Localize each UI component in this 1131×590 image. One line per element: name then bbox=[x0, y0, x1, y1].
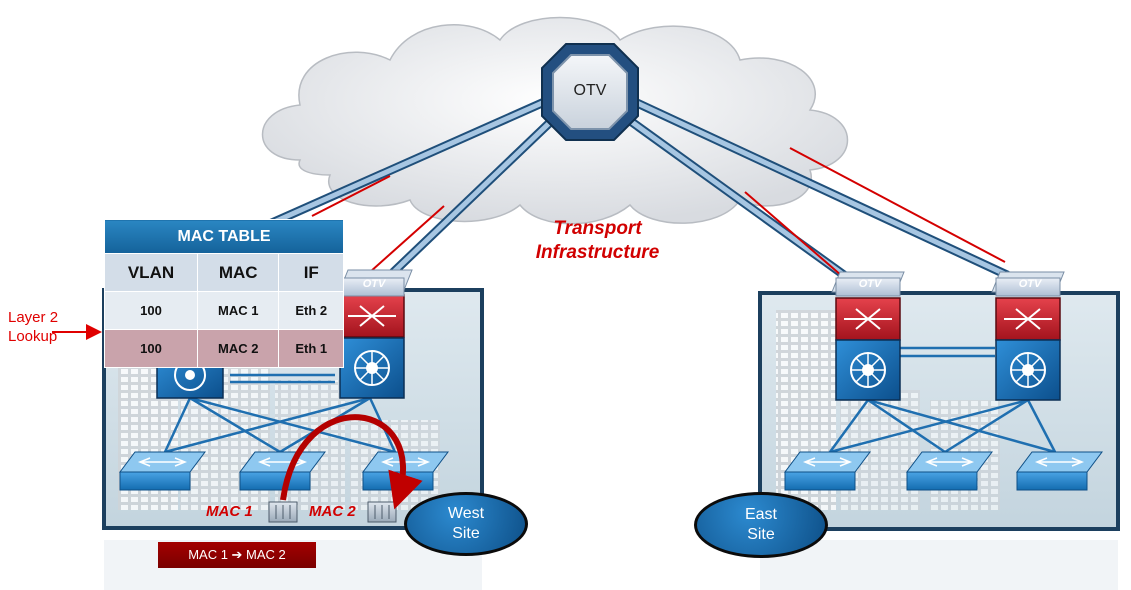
host-mac2-icon bbox=[367, 501, 397, 523]
layer2-lookup-label: Layer 2 Lookup bbox=[8, 308, 58, 346]
local-switching-arrow bbox=[280, 414, 423, 510]
mac-table-cell-if: Eth 2 bbox=[278, 291, 344, 330]
east-inner-links bbox=[828, 346, 1057, 454]
transport-red-links bbox=[311, 147, 1006, 277]
east-site-line1: East bbox=[744, 506, 777, 523]
transport-label: Transport Infrastructure bbox=[515, 217, 680, 265]
mac-table-header-mac: MAC bbox=[196, 253, 280, 292]
east-site-label: East Site bbox=[694, 492, 828, 558]
east-access-switch-2 bbox=[906, 451, 993, 491]
west-otv-badge-label: OTV bbox=[362, 278, 386, 290]
host-mac2-label: MAC 2 bbox=[309, 503, 356, 520]
east-device-right bbox=[991, 271, 1065, 401]
mac-table-header-if: IF bbox=[278, 253, 344, 292]
east-access-switch-3 bbox=[1016, 451, 1103, 491]
east-site-line2: Site bbox=[747, 526, 775, 543]
west-site-line1: West bbox=[447, 505, 485, 522]
mac-table-header: VLAN MAC IF bbox=[104, 253, 344, 292]
east-device-left bbox=[831, 271, 905, 401]
mac-table-cell-mac: MAC 1 bbox=[196, 291, 280, 330]
transport-label-line1: Transport bbox=[553, 218, 642, 239]
mac-table-cell-mac: MAC 2 bbox=[196, 329, 280, 368]
wan-links bbox=[260, 90, 1012, 290]
table-row: 100 MAC 1 Eth 2 bbox=[104, 291, 344, 330]
west-otv-badge bbox=[339, 269, 413, 297]
layer2-lookup-line2: Lookup bbox=[8, 328, 58, 345]
east-site-box bbox=[758, 291, 1120, 531]
mac-table-cell-vlan: 100 bbox=[104, 329, 198, 368]
west-router-right bbox=[339, 294, 405, 399]
transport-label-line2: Infrastructure bbox=[535, 242, 660, 263]
otv-label: OTV bbox=[573, 82, 607, 99]
mac-table: MAC TABLE VLAN MAC IF 100 MAC 1 Eth 2 10… bbox=[104, 219, 344, 368]
layer2-lookup-line1: Layer 2 bbox=[8, 309, 59, 326]
west-access-switch-1 bbox=[119, 451, 206, 491]
west-site-label: West Site bbox=[404, 492, 528, 556]
east-otv-badge-right-label: OTV bbox=[1018, 278, 1042, 290]
frame-label: MAC 1 ➔ MAC 2 bbox=[158, 542, 316, 568]
host-mac1-icon bbox=[268, 501, 298, 523]
east-site-reflection bbox=[760, 540, 1118, 590]
host-mac1-label: MAC 1 bbox=[206, 503, 253, 520]
mac-table-cell-if: Eth 1 bbox=[278, 329, 344, 368]
mac-table-title: MAC TABLE bbox=[104, 219, 344, 254]
east-access-switches bbox=[784, 451, 1103, 491]
table-row: 100 MAC 2 Eth 1 bbox=[104, 329, 344, 368]
east-otv-badge-left-label: OTV bbox=[858, 278, 882, 290]
otv-octagon bbox=[541, 43, 639, 141]
east-access-switch-1 bbox=[784, 451, 871, 491]
mac-table-cell-vlan: 100 bbox=[104, 291, 198, 330]
west-site-line2: Site bbox=[452, 525, 480, 542]
mac-table-header-vlan: VLAN bbox=[104, 253, 198, 292]
